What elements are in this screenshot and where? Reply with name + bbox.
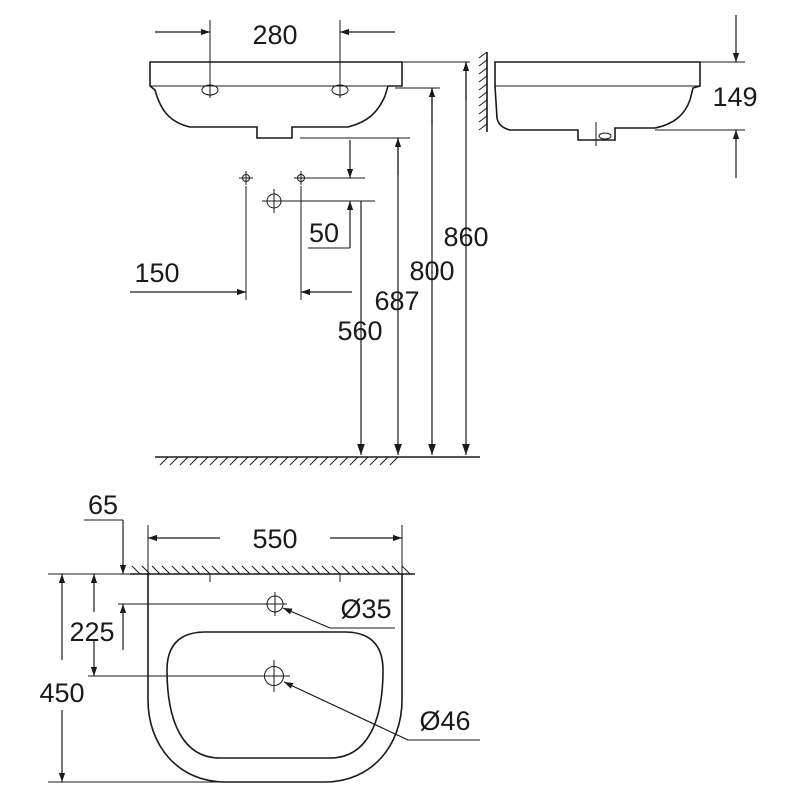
front-view: 280 150 5 <box>130 20 489 466</box>
dim-tap-hole-diameter: Ø35 <box>340 594 391 624</box>
plan-wall <box>130 565 415 575</box>
dim-height-800: 800 <box>409 256 454 286</box>
dim-tap-hole-depth: 225 <box>69 617 114 647</box>
dim-supply-spacing: 150 <box>134 258 179 288</box>
dim-plan-width: 550 <box>252 524 297 554</box>
dim-projection: 450 <box>39 678 84 708</box>
dim-waste-offset: 50 <box>309 218 339 248</box>
waste-connection-symbol <box>262 189 286 213</box>
plan-tap-hole <box>263 592 287 616</box>
dim-rim-offset: 65 <box>88 490 118 520</box>
dim-height-687: 687 <box>374 286 419 316</box>
dim-height-860: 860 <box>443 222 488 252</box>
plan-basin-outline <box>147 574 403 783</box>
floor-line <box>155 456 480 466</box>
dim-waste-hole-diameter: Ø46 <box>419 706 470 736</box>
side-basin-outline <box>494 61 701 141</box>
side-wall <box>478 51 488 132</box>
supply-connection-left <box>239 171 253 185</box>
plan-view: 550 65 225 450 Ø35 Ø46 <box>39 490 480 783</box>
dim-height-560: 560 <box>337 316 382 346</box>
plan-bowl-outline <box>166 631 384 759</box>
side-view: 149 <box>478 15 758 178</box>
supply-connection-right <box>294 171 308 185</box>
dim-tap-spacing: 280 <box>252 20 297 50</box>
front-basin-outline <box>149 61 403 139</box>
plan-waste-hole <box>258 660 290 692</box>
dim-basin-depth: 149 <box>712 82 757 112</box>
